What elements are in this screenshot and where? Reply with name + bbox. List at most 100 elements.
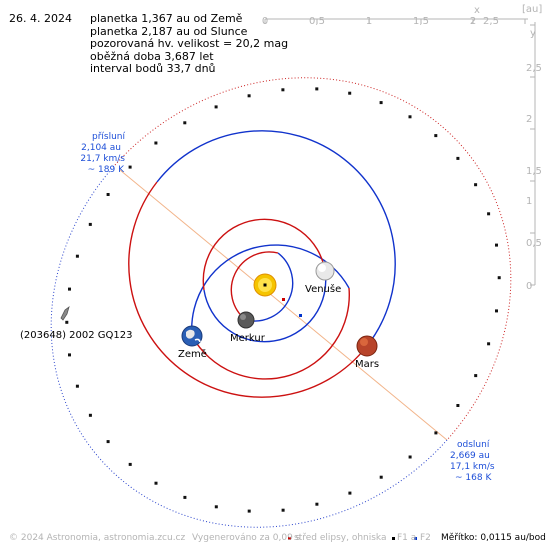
venus-label: Venuše: [305, 283, 341, 295]
observation-date: 26. 4. 2024: [9, 12, 72, 25]
y-tick-label: 2: [526, 114, 532, 125]
orbit-point: [128, 165, 132, 169]
perihelion-info: přísluní 2,104 au 21,7 km/s ~ 189 K: [80, 132, 125, 175]
orbit-point: [214, 505, 218, 509]
orbit-point: [474, 183, 478, 187]
orbit-point: [487, 212, 491, 216]
footer-scale: Měřítko: 0,0115 au/bod: [441, 533, 546, 543]
orbit-point: [106, 440, 110, 444]
y-tick-label: 1: [526, 196, 532, 207]
apsides-line: [119, 169, 448, 441]
x-axis: [264, 18, 528, 24]
perihelion-title: přísluní: [92, 132, 126, 142]
orbit-point: [281, 508, 285, 512]
x-tick-label: 1,5: [413, 16, 429, 27]
y-tick-label: 0,5: [526, 238, 542, 249]
orbit-point: [247, 509, 251, 513]
orbit-point: [65, 320, 69, 324]
aphelion-title: odsluní: [457, 440, 490, 450]
asteroid-label: (203648) 2002 GQ123: [20, 330, 133, 341]
mars-orbit: [128, 130, 396, 398]
footer-legend: střed elipsy, ohniska: [294, 533, 387, 543]
legend-f2-marker: [414, 537, 417, 540]
perihelion-temperature: ~ 189 K: [88, 165, 125, 175]
x-tick-label: 2: [470, 16, 476, 27]
asteroid-orbit-blue: [50, 164, 448, 528]
asteroid-orbit-points: [65, 87, 501, 513]
orbit-point: [281, 88, 285, 92]
perihelion-distance: 2,104 au: [81, 143, 121, 153]
info-earth-distance: planetka 1,367 au od Země: [90, 12, 243, 25]
orbit-point: [434, 431, 438, 435]
orbit-point: [88, 222, 92, 226]
orbit-point: [495, 243, 498, 247]
orbit-point: [434, 134, 438, 138]
orbit-point: [154, 141, 158, 145]
info-point-interval: interval bodů 33,7 dnů: [90, 62, 216, 75]
y-tick-label: 0: [526, 281, 532, 292]
orbit-point: [348, 91, 352, 95]
y-tick-label: 2,5: [526, 63, 542, 74]
ellipse-center-marker: [282, 298, 285, 301]
orbit-point: [88, 413, 92, 417]
footer-f1-label: F1 a: [397, 533, 417, 543]
orbit-point: [106, 193, 110, 196]
footer-generated: Vygenerováno za 0,09 s: [192, 533, 301, 543]
footer-f2-label: F2: [420, 533, 431, 543]
orbit-point: [75, 384, 79, 388]
y-axis-label: y: [530, 28, 536, 39]
orbit-point: [408, 455, 412, 459]
aphelion-temperature: ~ 168 K: [455, 473, 492, 483]
x-tick-label: 1: [366, 16, 372, 27]
orbit-point: [456, 404, 460, 407]
orbit-point: [128, 462, 132, 466]
orbit-point: [348, 491, 352, 495]
aphelion-info: odsluní 2,669 au 17,1 km/s ~ 168 K: [450, 440, 495, 483]
x-tick-label: 0: [262, 16, 268, 27]
earth-icon: [181, 325, 203, 347]
orbit-point: [75, 254, 79, 258]
orbit-point: [487, 342, 491, 346]
legend-f1-marker: [392, 537, 395, 540]
orbit-point: [379, 101, 383, 105]
mercury-orbit: [230, 251, 294, 322]
x-tick-label: 2,5: [483, 16, 499, 27]
venus-icon: [315, 261, 335, 281]
aphelion-speed: 17,1 km/s: [450, 462, 495, 472]
info-magnitude: pozorovaná hv. velikost = 20,2 mag: [90, 37, 289, 50]
orbit-point: [408, 115, 412, 119]
orbit-point: [68, 353, 71, 357]
orbit-point: [456, 156, 460, 160]
perihelion-speed: 21,7 km/s: [80, 154, 125, 164]
orbit-point: [247, 94, 251, 98]
venus-orbit: [202, 218, 327, 343]
orbit-point: [154, 481, 158, 485]
orbit-point: [214, 105, 218, 109]
mars-label: Mars: [355, 359, 379, 370]
earth-label: Země: [178, 348, 207, 360]
sun-icon: [253, 273, 277, 297]
mars-icon: [356, 335, 378, 357]
y-axis: [530, 22, 536, 286]
info-sun-distance: planetka 2,187 au od Slunce: [90, 24, 248, 38]
orbit-point: [315, 87, 319, 91]
mercury-icon: [237, 311, 255, 329]
footer-copyright: © 2024 Astronomia, astronomia.zcu.cz: [9, 533, 186, 543]
orbit-point: [495, 309, 498, 313]
x-axis-label: x: [474, 5, 480, 16]
y-tick-label: 1,5: [526, 166, 542, 177]
asteroid-icon: [60, 305, 70, 321]
x-tick-label: 0,5: [309, 16, 325, 27]
orbit-point: [379, 475, 383, 479]
orbit-point: [183, 121, 187, 125]
orbit-point: [497, 276, 501, 280]
orbit-point: [68, 287, 71, 291]
asteroid-info: planetka 1,367 au od Země planetka 2,187…: [90, 12, 289, 76]
legend-center-marker: [288, 537, 291, 540]
orbit-point: [474, 374, 478, 378]
aphelion-distance: 2,669 au: [450, 451, 490, 461]
axis-unit-label: [au]: [522, 4, 542, 15]
asteroid-orbit-red: [114, 77, 512, 441]
mercury-label: Merkur: [230, 333, 266, 344]
